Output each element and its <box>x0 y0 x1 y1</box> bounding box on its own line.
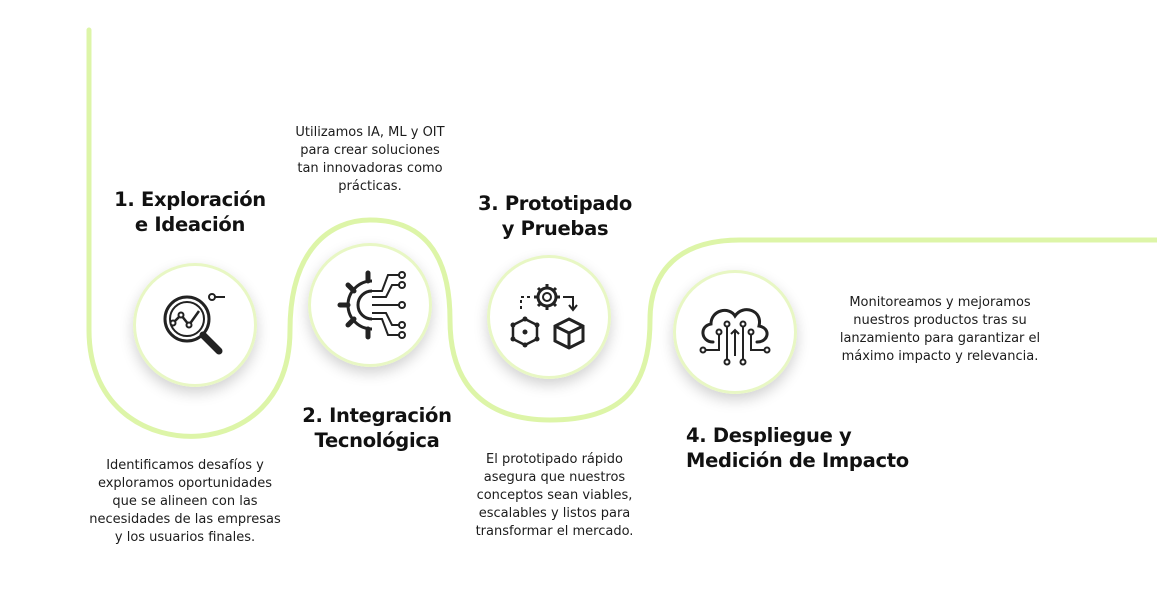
step-1-title-line: e Ideación <box>134 213 246 236</box>
step-2-description-line: para crear soluciones <box>300 143 440 158</box>
step-1-description-line: Identificamos desafíos y <box>106 458 264 473</box>
step-1-description: Identificamos desafíos y exploramos opor… <box>80 457 290 547</box>
step-3-description-line: escalables y listos para <box>478 506 631 521</box>
step-1-title-line: 1. Exploración <box>114 188 266 211</box>
step-3-circle <box>487 255 611 379</box>
step-3-title-line: y Pruebas <box>501 217 609 240</box>
step-1-title: 1. Exploración e Ideación <box>100 187 280 237</box>
step-2-circle <box>308 243 432 367</box>
step-3-title: 3. Prototipado y Pruebas <box>455 191 655 241</box>
step-4-circle <box>673 270 797 394</box>
step-2-description-line: prácticas. <box>338 179 402 194</box>
step-1-description-line: y los usuarios finales. <box>114 530 256 545</box>
step-3-title-line: 3. Prototipado <box>477 192 633 215</box>
step-4-title: 4. Despliegue y Medición de Impacto <box>686 423 924 473</box>
step-3-description: El prototipado rápido asegura que nuestr… <box>452 451 657 541</box>
gear-circuit-icon <box>337 270 406 340</box>
step-3-description-line: conceptos sean viables, <box>476 488 633 503</box>
step-4-description-line: nuestros productos tras su <box>853 313 1027 328</box>
step-3-description-line: El prototipado rápido <box>486 452 623 467</box>
step-1-description-line: necesidades de las empresas <box>89 512 281 527</box>
prototype-cubes-icon <box>510 284 585 350</box>
step-1-description-line: que se alineen con las <box>112 494 258 509</box>
cloud-network-icon <box>699 308 771 366</box>
magnifier-chart-icon <box>163 293 225 355</box>
step-2-description-line: tan innovadoras como <box>297 161 443 176</box>
step-3-description-line: transformar el mercado. <box>475 524 634 539</box>
step-1-description-line: exploramos oportunidades <box>97 476 273 491</box>
step-2-title-line: 2. Integración <box>302 404 452 427</box>
step-2-title-line: Tecnológica <box>314 429 440 452</box>
step-2-title: 2. Integración Tecnológica <box>272 403 482 453</box>
step-1-circle <box>133 263 257 387</box>
step-2-description: Utilizamos IA, ML y OIT para crear soluc… <box>275 124 465 196</box>
step-4-description-line: máximo impacto y relevancia. <box>841 349 1039 364</box>
step-3-description-line: asegura que nuestros <box>483 470 626 485</box>
step-4-description-line: lanzamiento para garantizar el <box>839 331 1041 346</box>
step-4-title-line: Medición de Impacto <box>686 449 909 472</box>
step-4-description: Monitoreamos y mejoramos nuestros produc… <box>820 294 1060 366</box>
step-2-description-line: Utilizamos IA, ML y OIT <box>295 125 445 140</box>
step-4-title-line: 4. Despliegue y <box>686 424 852 447</box>
step-4-description-line: Monitoreamos y mejoramos <box>849 295 1031 310</box>
